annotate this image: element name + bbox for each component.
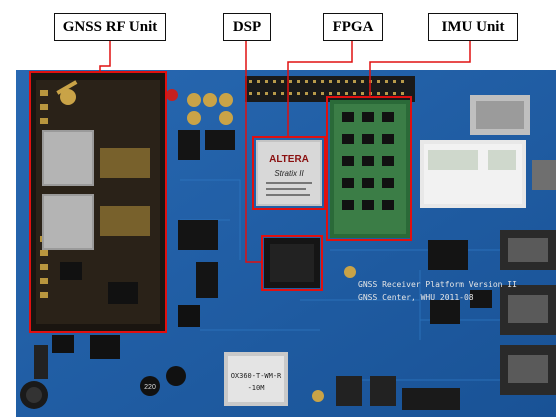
coil [140, 376, 160, 396]
coil-label: 220 [144, 384, 156, 391]
fpga-chip-brand: ALTERA [269, 154, 309, 165]
highlight-gnss-rf [29, 71, 167, 333]
leader-gnss-rf [99, 41, 111, 72]
sma-antenna-connector [60, 89, 76, 105]
highlight-imu [326, 96, 412, 241]
platform-line2: GNSS Center, WHU 2011-08 [358, 293, 474, 302]
oscillator-label: OX360-T-WM-R [231, 372, 282, 380]
callout-dsp: DSP [223, 13, 271, 41]
leader-imu [369, 41, 471, 97]
leader-fpga [287, 41, 353, 137]
leader-dsp [245, 41, 262, 263]
highlight-dsp [261, 235, 323, 291]
callout-gnss-rf-unit: GNSS RF Unit [54, 13, 166, 41]
highlight-fpga [252, 136, 326, 210]
fpga-chip-family: Stratix II [274, 169, 304, 178]
header-connector [245, 76, 415, 102]
oscillator-sublabel: -10M [248, 384, 265, 392]
platform-line1: GNSS Receiver Platform Version II [358, 280, 517, 289]
callout-fpga: FPGA [323, 13, 383, 41]
callout-imu-unit: IMU Unit [428, 13, 518, 41]
